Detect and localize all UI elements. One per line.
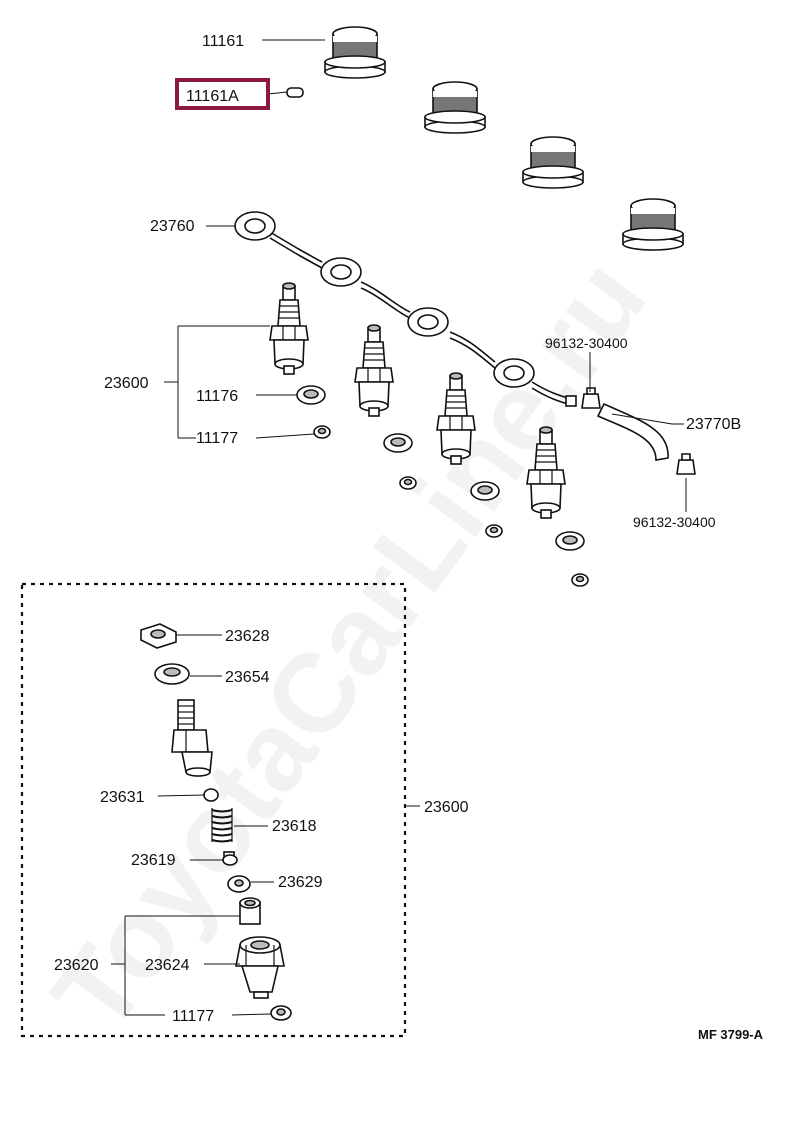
- watermark-text: ToyotaCarLine.ru: [28, 237, 669, 1054]
- injector-cup-3-icon: [522, 136, 584, 189]
- label-23600-top: 23600: [104, 375, 149, 392]
- label-11176: 11176: [196, 388, 238, 405]
- label-23600-box: 23600: [424, 799, 469, 816]
- label-11177-top: 11177: [196, 430, 238, 447]
- nut-icon: [140, 623, 177, 649]
- label-96132-30400-top: 96132-30400: [545, 335, 628, 351]
- leader-lines-exploded: [111, 634, 420, 1016]
- pin-icon: [286, 87, 304, 98]
- label-23618: 23618: [272, 818, 317, 835]
- exploded-view-frame: [20, 582, 407, 1038]
- label-11161a: 11161A: [186, 88, 239, 105]
- label-96132-30400-bottom: 96132-30400: [633, 514, 716, 530]
- injector-2-icon: [354, 324, 394, 417]
- gasket-2-icon: [399, 476, 417, 490]
- label-23620: 23620: [54, 957, 99, 974]
- gasket-exploded-icon: [270, 1005, 292, 1021]
- hose-clamp-bottom-icon: [676, 453, 696, 475]
- washer-23654-icon: [154, 663, 190, 685]
- label-23629: 23629: [278, 874, 323, 891]
- label-23628: 23628: [225, 628, 270, 645]
- injector-1-icon: [269, 282, 309, 375]
- injector-body-icon: [171, 699, 213, 777]
- label-23631: 23631: [100, 789, 145, 806]
- gasket-3-icon: [485, 524, 503, 538]
- label-11177-bottom: 11177: [172, 1008, 214, 1025]
- highlight-box: [175, 78, 270, 110]
- label-11161: 11161: [202, 33, 244, 50]
- label-23770b: 23770B: [686, 416, 741, 433]
- leakage-pipe-icon: [234, 211, 577, 407]
- seat-washer-4-icon: [555, 531, 585, 551]
- needle-valve-icon: [239, 897, 261, 925]
- label-23619: 23619: [131, 852, 176, 869]
- leader-lines-top: [164, 39, 687, 512]
- gasket-4-icon: [571, 573, 589, 587]
- diagram-code: MF 3799-A: [698, 1027, 764, 1042]
- injector-cup-2-icon: [424, 81, 486, 134]
- gasket-1-icon: [313, 425, 331, 439]
- label-23624: 23624: [145, 957, 190, 974]
- nozzle-icon: [235, 936, 285, 999]
- hose-icon: [596, 402, 669, 461]
- seat-washer-3-icon: [470, 481, 500, 501]
- label-23654: 23654: [225, 669, 270, 686]
- label-23760: 23760: [150, 218, 195, 235]
- injector-cup-1-icon: [324, 26, 386, 79]
- seat-washer-1-icon: [296, 385, 326, 405]
- spring-icon: [211, 808, 233, 843]
- pin-23631-icon: [203, 788, 219, 802]
- injector-cup-4-icon: [622, 198, 684, 251]
- seat-washer-2-icon: [383, 433, 413, 453]
- distance-piece-icon: [227, 875, 251, 893]
